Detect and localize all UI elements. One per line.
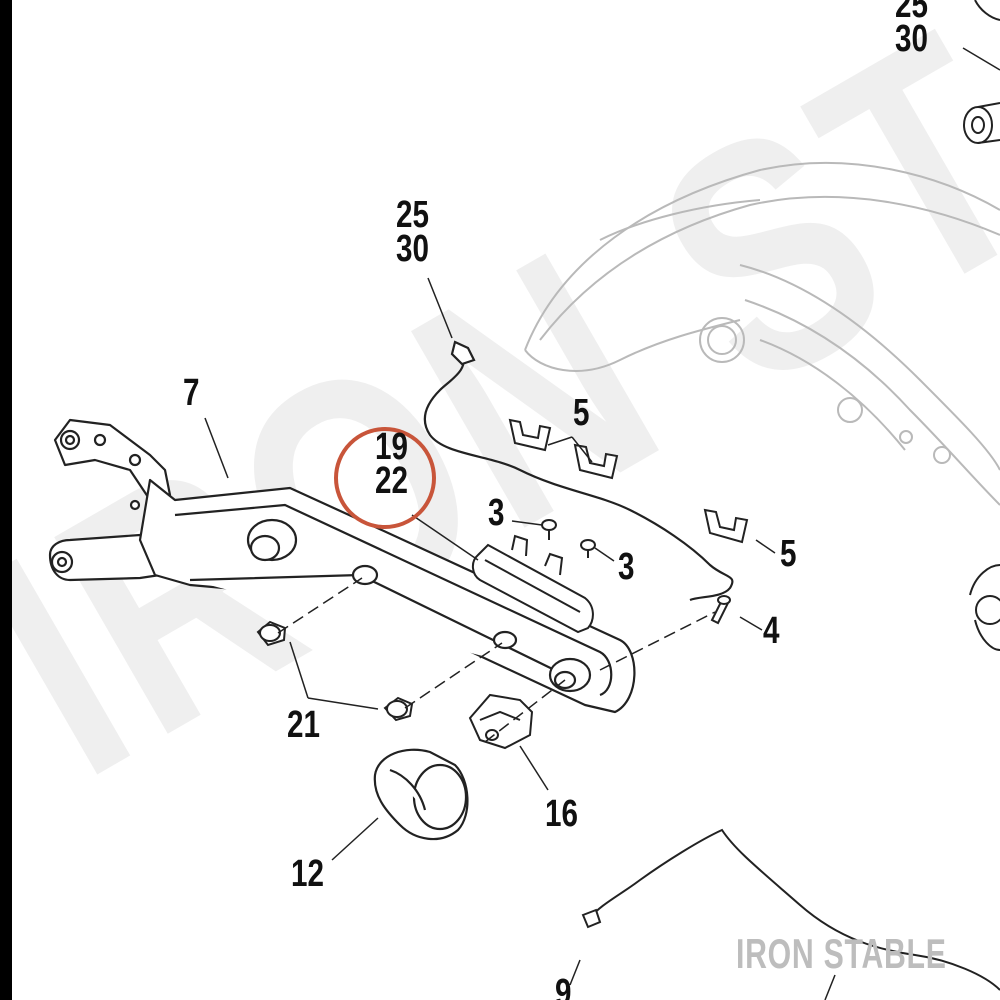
label-21: 21 (287, 704, 320, 746)
socket-part-16 (468, 693, 534, 750)
wire-harness-25-30 (423, 340, 734, 602)
screws-part-3 (541, 519, 596, 558)
label-25-30: 25 30 (396, 194, 429, 270)
label-3-left: 3 (488, 492, 505, 534)
bolts-part-21 (256, 620, 414, 722)
lamp-part-12 (373, 748, 469, 841)
bracket-part-7 (48, 418, 636, 714)
pin-part-4 (710, 595, 731, 625)
label-7: 7 (183, 372, 200, 414)
highlight-circle (334, 427, 436, 529)
assembly-lines (277, 577, 716, 743)
top-right-parts (962, 0, 1000, 651)
label-5-upper: 5 (573, 392, 590, 434)
label-3-right: 3 (618, 546, 635, 588)
leader-lines (204, 277, 776, 986)
rear-fender (524, 161, 1000, 506)
label-5-lower: 5 (780, 533, 797, 575)
label-9: 9 (555, 972, 572, 1000)
label-25-30-top-right: 25 30 (895, 0, 928, 60)
left-edge-bar (0, 0, 12, 1000)
label-19-22: 19 22 (375, 426, 408, 502)
label-16: 16 (545, 793, 578, 835)
label-12: 12 (291, 853, 324, 895)
label-4: 4 (763, 610, 780, 652)
light-bar-part-19-22 (472, 534, 594, 634)
wire-part-9 (581, 828, 1000, 1000)
brand-logo-text: IRON STABLE (736, 930, 947, 977)
